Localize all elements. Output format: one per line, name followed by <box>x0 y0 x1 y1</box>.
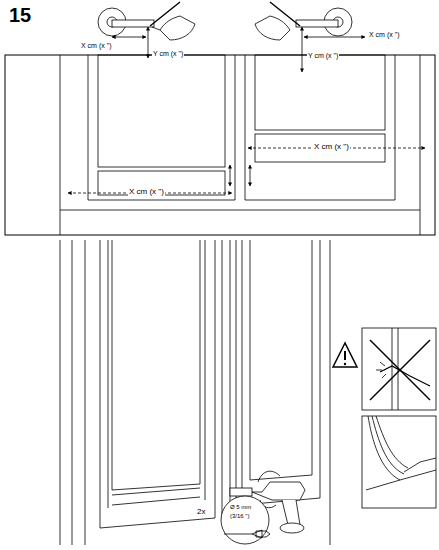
dimension-label: Y cm (x ") <box>152 50 184 58</box>
step-number: 15 <box>8 4 32 26</box>
dimension-label: X cm (x ") <box>368 31 400 39</box>
correct-drilling-inset <box>362 416 436 508</box>
marking-hand-left <box>98 2 195 58</box>
dimension-label: Y cm (x ") <box>307 52 339 60</box>
drill-size-label: Ø 5 mm <box>229 504 252 511</box>
drill-size-label: (3/16 ") <box>229 513 250 520</box>
dimension-label: X cm (x ") <box>313 143 350 152</box>
dimension-label: X cm (x ") <box>128 188 165 197</box>
marking-hand-right <box>255 2 365 72</box>
warning-symbol <box>333 343 357 367</box>
wardrobe-front-view <box>5 55 435 235</box>
quantity-label: 2x <box>196 508 206 517</box>
dimension-label: X cm (x ") <box>80 42 112 50</box>
drill-bit-inset <box>221 496 270 544</box>
wrong-drilling-inset <box>362 328 436 410</box>
wardrobe-perspective-view <box>60 240 330 545</box>
